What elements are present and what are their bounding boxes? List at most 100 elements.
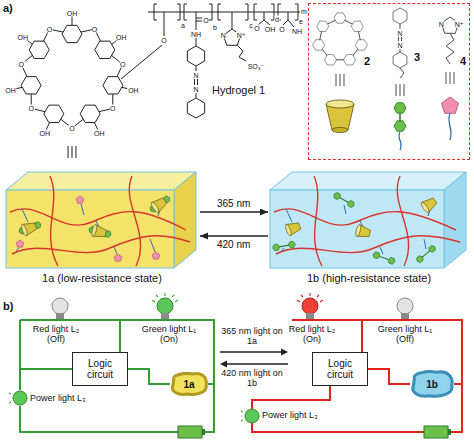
atom-label: NH	[190, 31, 201, 38]
atom-label: O	[254, 25, 260, 32]
atom-label: N⁺	[236, 32, 246, 39]
state-caption: 1b (high-resistance state)	[268, 272, 470, 284]
hydrogel-block-illustration	[87, 223, 112, 241]
atom-label: OH	[128, 87, 140, 94]
light-label: Green light L₁ (On)	[136, 324, 202, 345]
node-text: 1b	[426, 379, 438, 390]
hydrogel-block-illustration	[174, 172, 196, 268]
atom-label: O	[203, 16, 209, 23]
battery-symbol	[178, 426, 451, 438]
arrow-label: 365 nm	[215, 198, 252, 209]
node-text: 1a	[183, 379, 194, 390]
arrow-label: 420 nm light on 1b	[221, 368, 283, 389]
hydrogel-block-illustration	[444, 172, 466, 268]
light-label: Red light L₂ (On)	[284, 324, 340, 345]
hydrogel-block-illustration	[282, 205, 430, 254]
atom-label: N⁺	[454, 21, 464, 28]
light-label: Power light L₃	[262, 410, 318, 420]
atom-label: OH	[5, 87, 17, 94]
cyclodextrin-structure	[11, 13, 134, 133]
hydrogel-block-illustration	[272, 241, 296, 251]
polymer-structure	[237, 45, 246, 61]
compound-structures	[334, 13, 346, 23]
switch-arrow	[220, 349, 288, 368]
hydrogel-block-illustration	[372, 251, 396, 265]
hydrogel-block-illustration	[270, 190, 444, 268]
compound-icons	[326, 100, 354, 108]
hydrogel-block-illustration	[50, 176, 58, 266]
node-text: Logic circuit	[76, 358, 124, 380]
hydrogel-block-illustration	[16, 204, 160, 254]
atom-label: O	[161, 37, 167, 44]
polymer-structure	[154, 4, 180, 20]
atom-label: O	[279, 26, 285, 33]
circuit-wire	[252, 320, 462, 432]
light-bulb	[56, 313, 64, 319]
hydrogel-sample: 1b	[410, 370, 454, 398]
compound-structures	[355, 40, 367, 50]
atom-label: O	[119, 61, 125, 68]
compound-number: 3	[414, 52, 420, 63]
hydrogel-block-illustration	[152, 252, 160, 259]
atom-label: N	[397, 42, 403, 49]
compound-number: 4	[460, 56, 466, 67]
equivalence-symbol	[68, 146, 76, 158]
hydrogel-block-illustration	[129, 176, 140, 266]
compound-structures	[313, 8, 459, 96]
hydrogel-block-illustration	[420, 196, 438, 214]
cyclodextrin-structure	[11, 13, 134, 133]
atom-label: SO₃⁻	[247, 63, 265, 70]
atom-label: N	[438, 21, 444, 28]
atom-label: N	[193, 72, 199, 79]
compound-structures	[393, 52, 407, 68]
light-bulb	[401, 313, 409, 319]
switch-arrow	[226, 363, 288, 365]
subscript: e	[299, 18, 304, 25]
hydrogel-block-illustration	[397, 176, 408, 266]
logic-circuit-box: Logic circuit	[72, 352, 128, 386]
cyclodextrin-structure	[103, 77, 123, 94]
transition-arrow	[200, 235, 268, 237]
circuit-wire	[368, 369, 410, 384]
sample-outline	[413, 372, 452, 397]
dashed-group-box: 2 3 4	[308, 3, 470, 160]
cyclodextrin-structure	[80, 105, 100, 122]
hydrogel-block-illustration	[20, 220, 37, 236]
polymer-structure	[232, 12, 233, 29]
hydrogel-block-illustration	[270, 172, 466, 190]
light-bulb	[157, 298, 173, 314]
compound-icons	[326, 97, 459, 150]
cyclodextrin-structure	[29, 41, 49, 58]
compound-icons	[394, 121, 406, 131]
compound-structures	[400, 68, 404, 78]
hydrogel-block-illustration	[114, 254, 122, 261]
atom-label: O	[69, 125, 75, 132]
compound-number: 2	[364, 56, 370, 67]
compound-structures	[351, 21, 363, 31]
compound-structures	[344, 55, 356, 65]
hydrogel-block-illustration	[6, 172, 196, 268]
atom-label: OH	[116, 33, 128, 40]
subscript: a	[181, 22, 186, 29]
hydrogel-block: 1b (high-resistance state)	[268, 168, 470, 296]
panel-label: a)	[3, 2, 13, 15]
light-bulb	[397, 298, 413, 314]
compound-structures	[313, 40, 325, 50]
cyclodextrin-structure	[62, 25, 82, 42]
polymer-structure	[187, 98, 204, 118]
polymer-structure	[187, 46, 204, 66]
battery-symbol	[178, 426, 202, 438]
hydrogel-block-illustration	[274, 176, 460, 266]
light-bulb	[13, 391, 27, 405]
light-bulb	[9, 293, 413, 423]
panel-label: b)	[3, 300, 13, 313]
hydrogel-block-illustration	[420, 196, 438, 214]
compound-structures	[313, 13, 368, 65]
hydrogel-block-illustration	[6, 190, 174, 268]
cyclodextrin-structure	[21, 29, 122, 128]
hydrogel-block-illustration	[284, 220, 301, 236]
hydrogel-block-illustration	[16, 240, 24, 247]
compound-label: Hydrogel 1	[212, 84, 265, 97]
switch-arrow	[220, 351, 282, 353]
light-bulb	[302, 298, 318, 314]
